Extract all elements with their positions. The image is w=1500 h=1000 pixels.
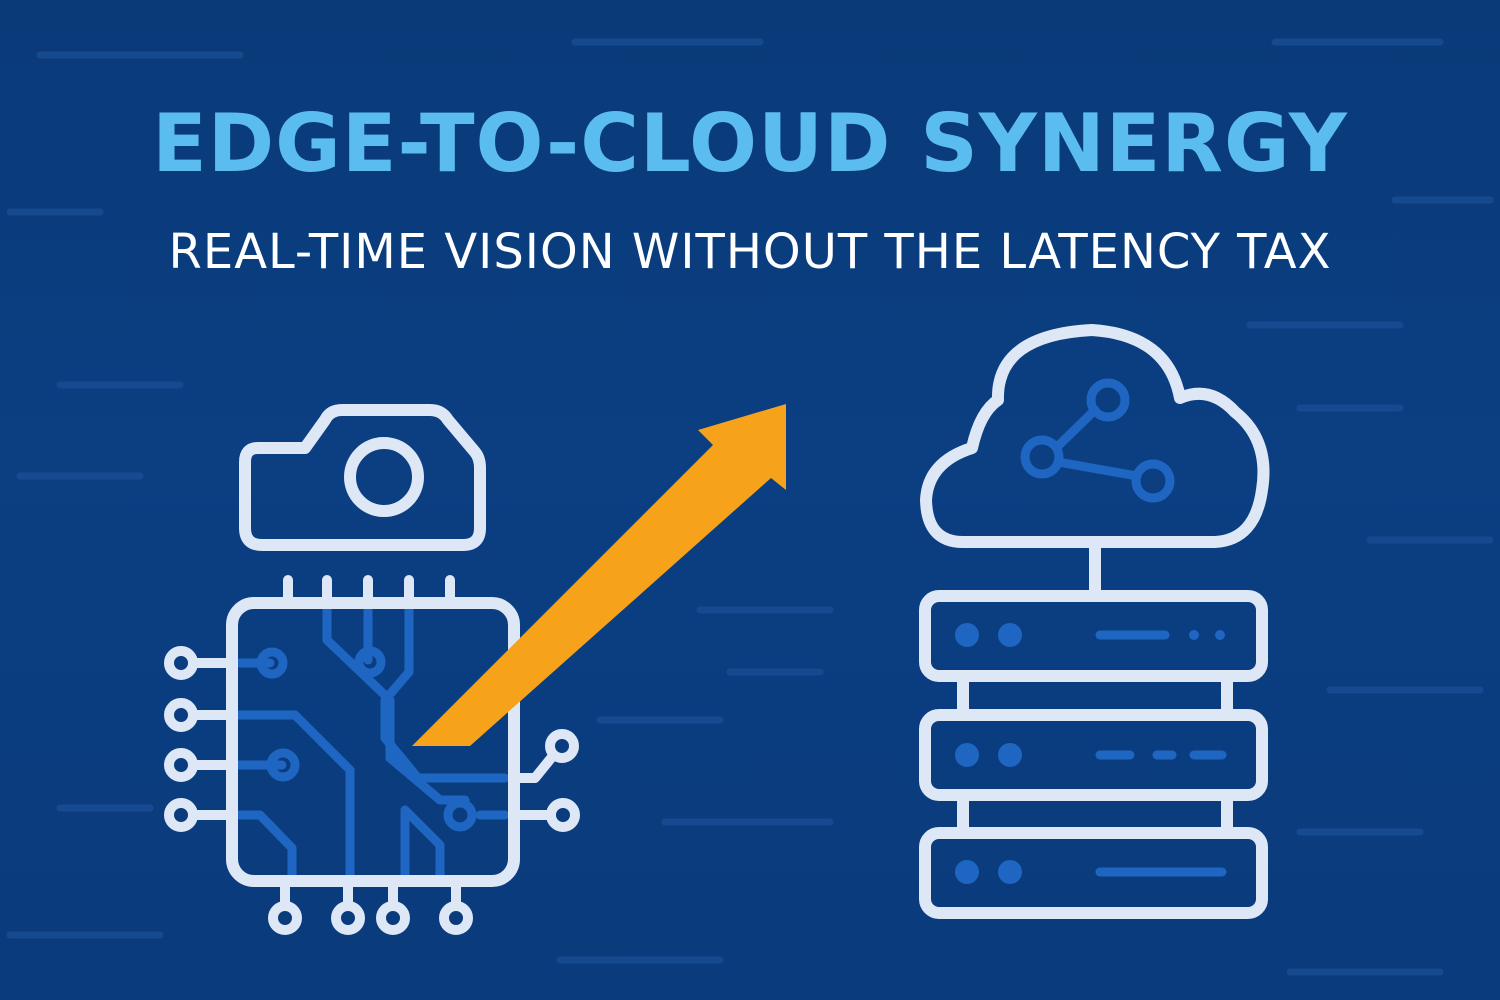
chip-circuit-nodes: [256, 646, 477, 832]
chip-bottom-pins: [268, 876, 473, 935]
page-subtitle: REAL-TIME VISION WITHOUT THE LATENCY TAX: [168, 224, 1332, 280]
camera-icon: [239, 404, 486, 551]
share-network-icon: [1020, 378, 1175, 503]
chip-right-pins: [509, 729, 580, 832]
chip-circuit-traces: [227, 598, 510, 885]
upload-arrow-icon: [412, 404, 786, 746]
cloud-icon: [920, 324, 1270, 548]
chip-left-pins: [164, 646, 237, 832]
page-title: EDGE-TO-CLOUD SYNERGY: [152, 97, 1348, 190]
processor-chip-icon: [226, 597, 520, 887]
server-rack-icon: [919, 590, 1268, 919]
